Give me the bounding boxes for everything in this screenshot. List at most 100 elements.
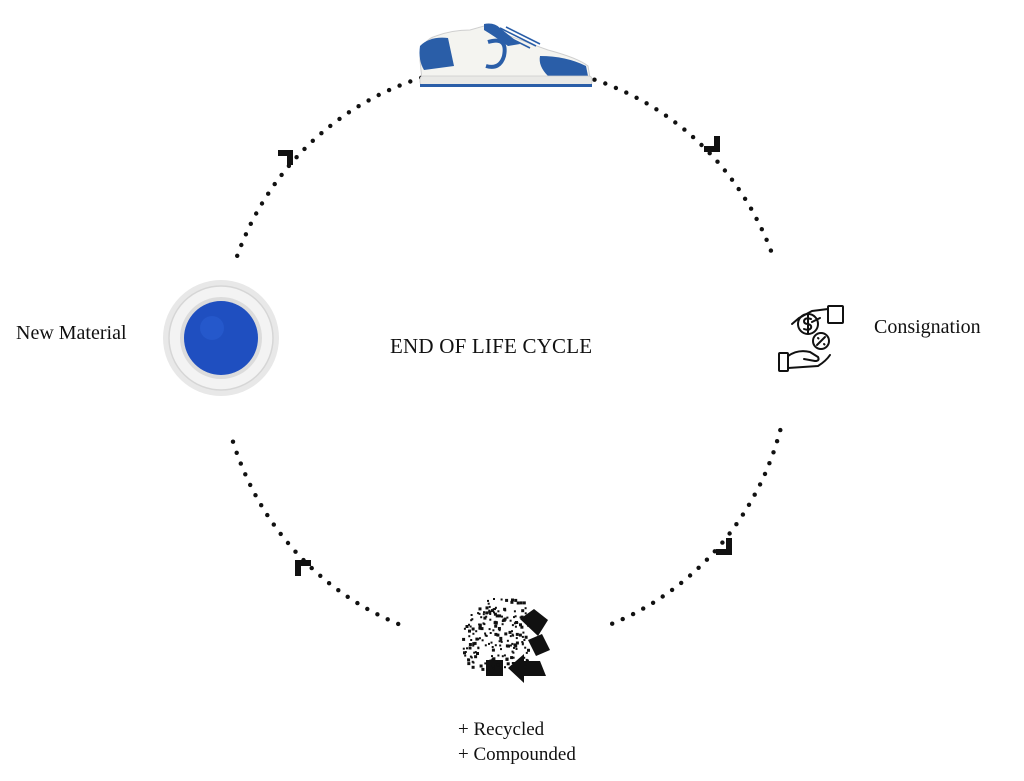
- arc-dot: [630, 611, 636, 617]
- particle: [488, 605, 491, 608]
- arc-dot: [746, 502, 752, 507]
- arc-dot: [328, 123, 333, 129]
- arc-dot: [729, 177, 735, 182]
- dispersed-particles: [462, 598, 531, 671]
- particle: [487, 602, 490, 605]
- particle: [488, 628, 491, 631]
- particle: [511, 662, 514, 664]
- arc-dot: [610, 621, 615, 626]
- particle: [488, 642, 490, 645]
- particle: [499, 636, 503, 640]
- arc-dot: [736, 186, 741, 192]
- particle: [485, 606, 489, 610]
- arc-dot: [326, 581, 332, 586]
- arc-dot: [663, 113, 669, 118]
- particle: [462, 647, 465, 650]
- arc-dot: [650, 600, 656, 605]
- arc-dot: [592, 77, 597, 82]
- arc-dot: [624, 90, 629, 95]
- particle: [493, 612, 497, 616]
- particle: [495, 621, 498, 624]
- arc-dot: [235, 253, 240, 258]
- particle: [524, 612, 527, 615]
- particle: [496, 633, 500, 637]
- arc-dot: [742, 196, 748, 201]
- particle: [521, 642, 524, 645]
- particle: [511, 624, 514, 627]
- particle: [501, 615, 503, 618]
- particle: [471, 660, 474, 663]
- arc-top-right: [581, 74, 774, 253]
- arrow-bottom-left-icon: [295, 560, 311, 576]
- particle: [477, 612, 480, 615]
- particle: [524, 607, 527, 610]
- particle: [494, 632, 498, 636]
- particle: [509, 635, 512, 638]
- particle: [524, 646, 527, 649]
- arc-dot: [687, 573, 693, 578]
- particle: [519, 601, 523, 605]
- particle: [488, 610, 492, 614]
- particle: [463, 651, 466, 655]
- recycle-icon: [462, 598, 550, 683]
- particle: [527, 623, 531, 627]
- particle: [505, 657, 509, 661]
- arc-dot: [757, 482, 763, 487]
- particle: [513, 643, 517, 647]
- arc-dot: [271, 522, 276, 527]
- particle: [473, 651, 476, 654]
- particle: [511, 598, 514, 602]
- arc-dot: [243, 472, 248, 477]
- particle: [483, 611, 485, 614]
- particle: [498, 640, 501, 643]
- particle: [524, 635, 528, 639]
- arc-dot: [679, 580, 684, 586]
- arc-dot: [386, 87, 392, 93]
- particle: [465, 625, 469, 628]
- particle: [498, 614, 502, 618]
- particle: [491, 646, 494, 648]
- particle: [509, 619, 512, 622]
- arc-dot: [346, 110, 352, 115]
- new-material-label: New Material: [16, 322, 127, 344]
- arc-dot: [644, 101, 649, 106]
- particle: [521, 643, 524, 646]
- arc-dot: [345, 594, 350, 599]
- particle: [492, 629, 495, 632]
- particle: [494, 620, 497, 623]
- particle: [493, 598, 495, 600]
- particle: [525, 659, 529, 663]
- arc-dot: [294, 155, 299, 160]
- particle: [489, 659, 492, 662]
- arc-dot: [707, 151, 712, 156]
- particle: [484, 662, 487, 665]
- arc-dot: [248, 482, 253, 488]
- particle: [479, 664, 483, 668]
- particle: [489, 618, 492, 621]
- arc-dot: [318, 573, 323, 578]
- particle: [513, 646, 515, 649]
- arc-dot: [768, 248, 774, 253]
- particle: [514, 598, 518, 602]
- particle: [490, 641, 493, 644]
- particle: [467, 658, 471, 662]
- particle: [462, 637, 466, 641]
- particle: [484, 644, 487, 647]
- particle: [488, 609, 491, 612]
- particle: [476, 652, 479, 655]
- particle: [496, 663, 500, 667]
- arc-dot: [715, 159, 720, 164]
- arc-dot: [712, 549, 717, 554]
- particle: [497, 654, 500, 657]
- particle: [506, 639, 509, 642]
- particle: [481, 639, 484, 642]
- arc-dot: [310, 138, 315, 143]
- arc-dot: [740, 512, 746, 517]
- particle: [500, 648, 502, 651]
- particle: [523, 656, 526, 659]
- particle: [497, 610, 500, 613]
- arc-dot: [762, 471, 768, 477]
- particle: [506, 662, 510, 666]
- arc-dot: [634, 95, 639, 101]
- particle: [472, 644, 475, 647]
